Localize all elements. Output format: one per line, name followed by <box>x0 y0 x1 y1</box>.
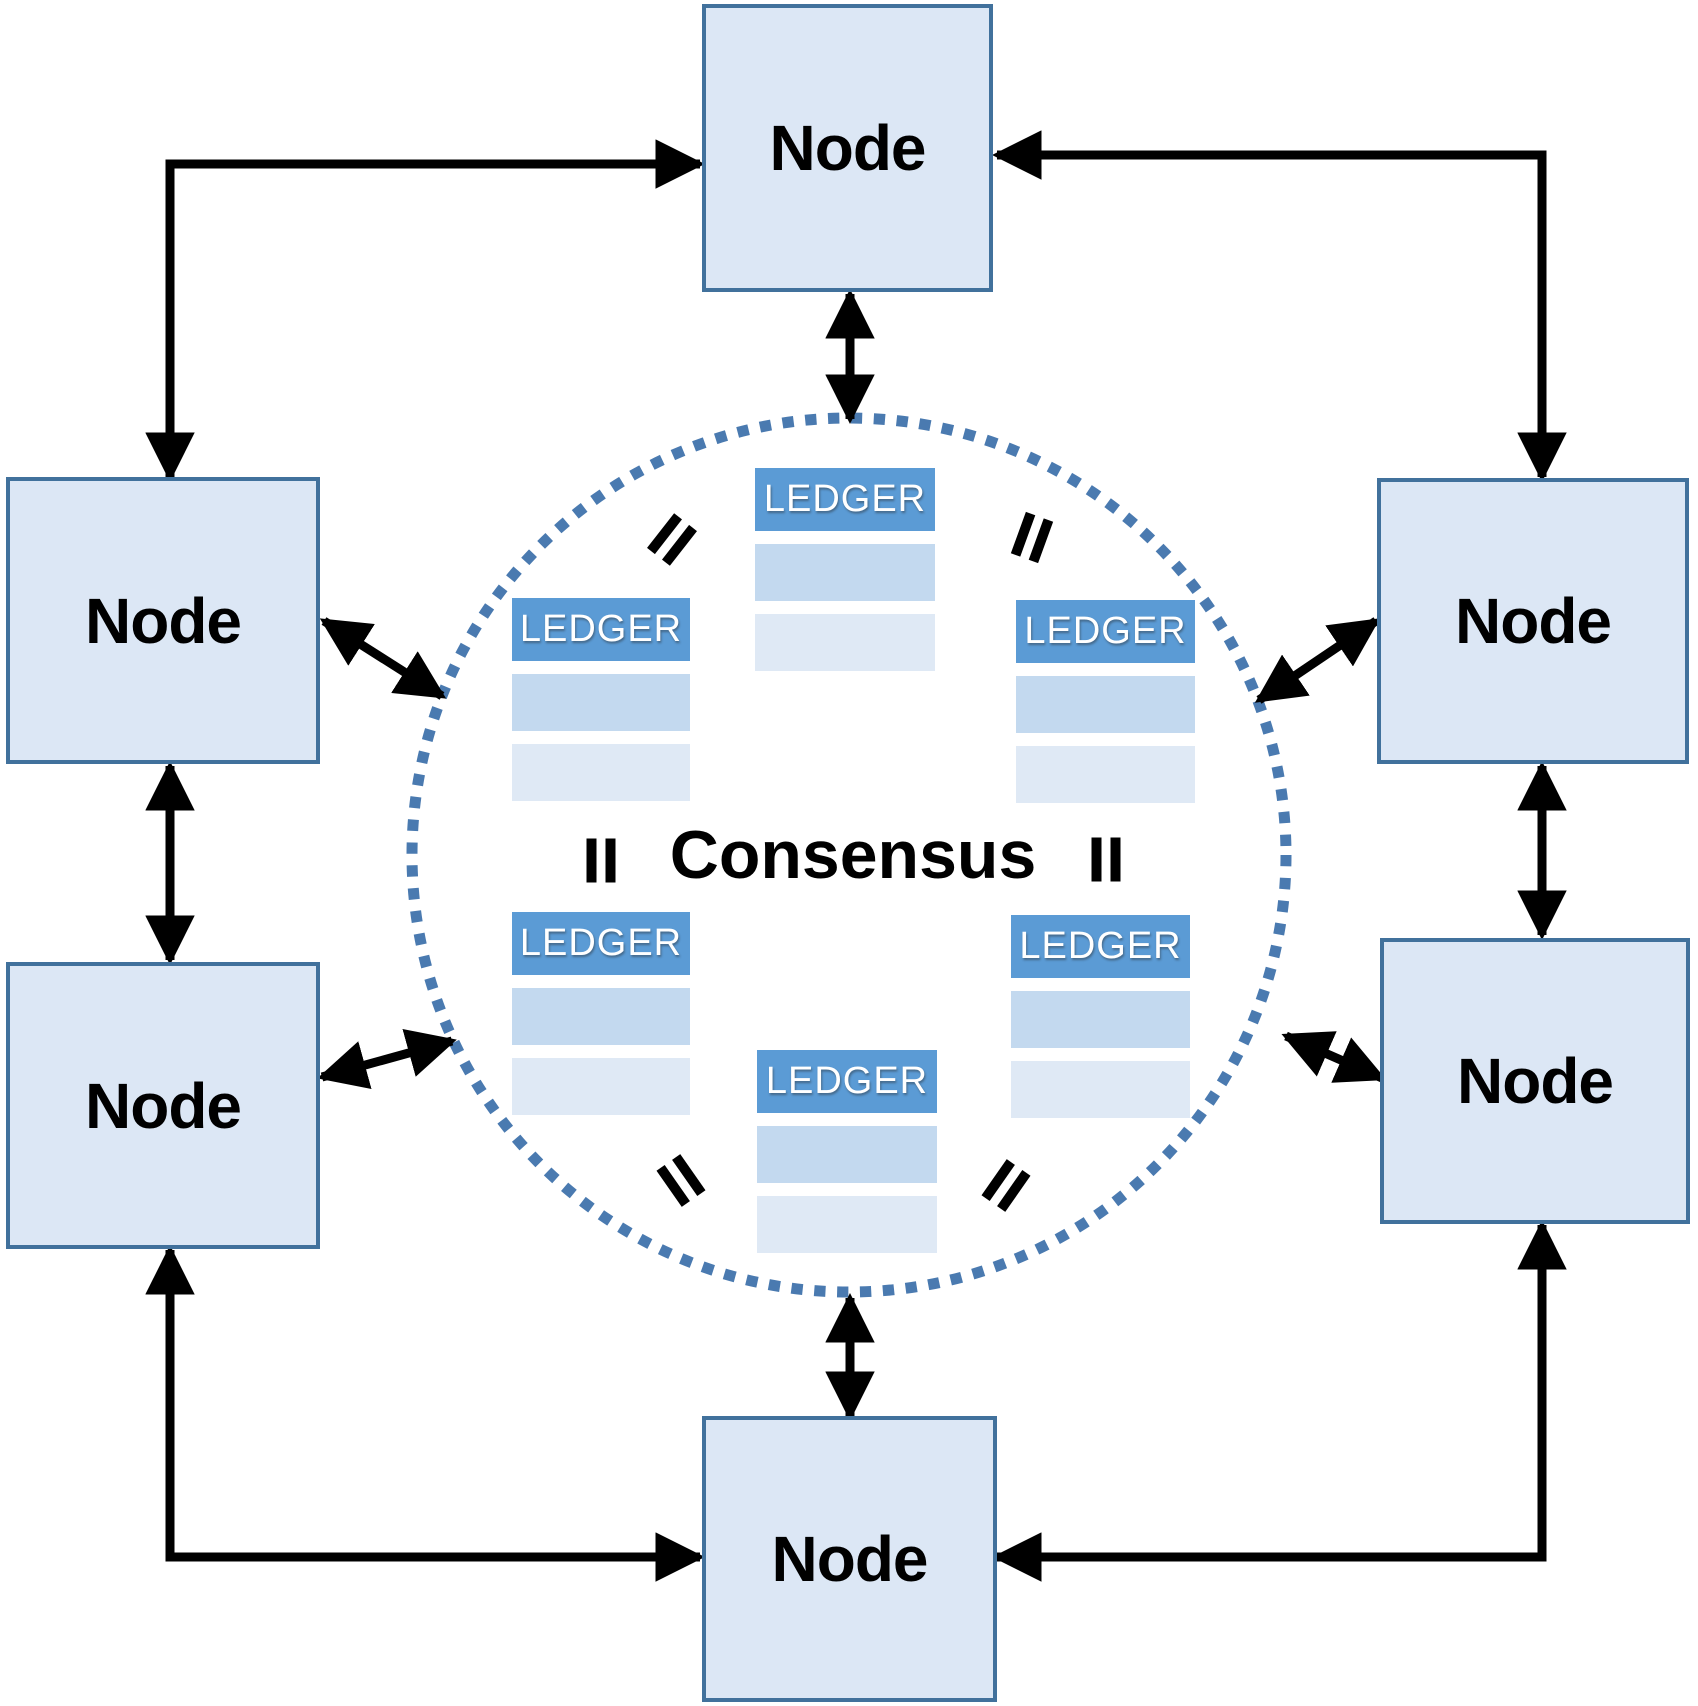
ledger-header: LEDGER <box>757 1050 937 1113</box>
ledger-row <box>1011 991 1190 1048</box>
ledger-row <box>755 614 935 671</box>
ledger-row <box>755 544 935 601</box>
node-box-left-lower: Node <box>6 962 320 1249</box>
arrow-leftlower-to-circle <box>317 1029 457 1089</box>
ledger-row <box>512 1058 690 1115</box>
arrow-bottomright-corner <box>992 1220 1567 1582</box>
node-box-top: Node <box>702 4 993 292</box>
node-box-right-upper: Node <box>1377 478 1689 764</box>
ledger-row <box>512 744 690 801</box>
ledger-lower-left: LEDGER <box>512 912 690 1115</box>
consensus-label: Consensus <box>669 817 1037 893</box>
node-box-right-lower: Node <box>1380 938 1690 1224</box>
ledger-header: LEDGER <box>512 598 690 661</box>
ledger-row <box>1016 676 1195 733</box>
ledger-header: LEDGER <box>512 912 690 975</box>
arrow-rightupper-to-circle <box>1254 617 1381 704</box>
ledger-row <box>512 674 690 731</box>
ledger-upper-left: LEDGER <box>512 598 690 801</box>
arrow-rightlower-to-circle <box>1281 1031 1387 1083</box>
ledger-header: LEDGER <box>1016 600 1195 663</box>
arrow-bottomleft-corner <box>145 1245 705 1582</box>
ledger-row <box>757 1126 937 1183</box>
ledger-header: LEDGER <box>1011 915 1190 978</box>
consensus-circle <box>406 412 1292 1298</box>
node-box-left-upper: Node <box>6 477 320 764</box>
arrow-topleft-corner <box>145 139 705 482</box>
ledger-bottom-center: LEDGER <box>757 1050 937 1253</box>
ledger-upper-right: LEDGER <box>1016 600 1195 803</box>
arrow-topright-corner <box>992 130 1567 482</box>
ledger-header: LEDGER <box>755 468 935 531</box>
arrow-leftupper-to-circle <box>319 617 447 700</box>
ledger-row <box>1016 746 1195 803</box>
arrows <box>145 130 1567 1582</box>
ledger-row <box>512 988 690 1045</box>
ledger-row <box>1011 1061 1190 1118</box>
ledger-top-center: LEDGER <box>755 468 935 671</box>
ledger-lower-right: LEDGER <box>1011 915 1190 1118</box>
ledger-row <box>757 1196 937 1253</box>
node-box-bottom: Node <box>702 1416 997 1702</box>
